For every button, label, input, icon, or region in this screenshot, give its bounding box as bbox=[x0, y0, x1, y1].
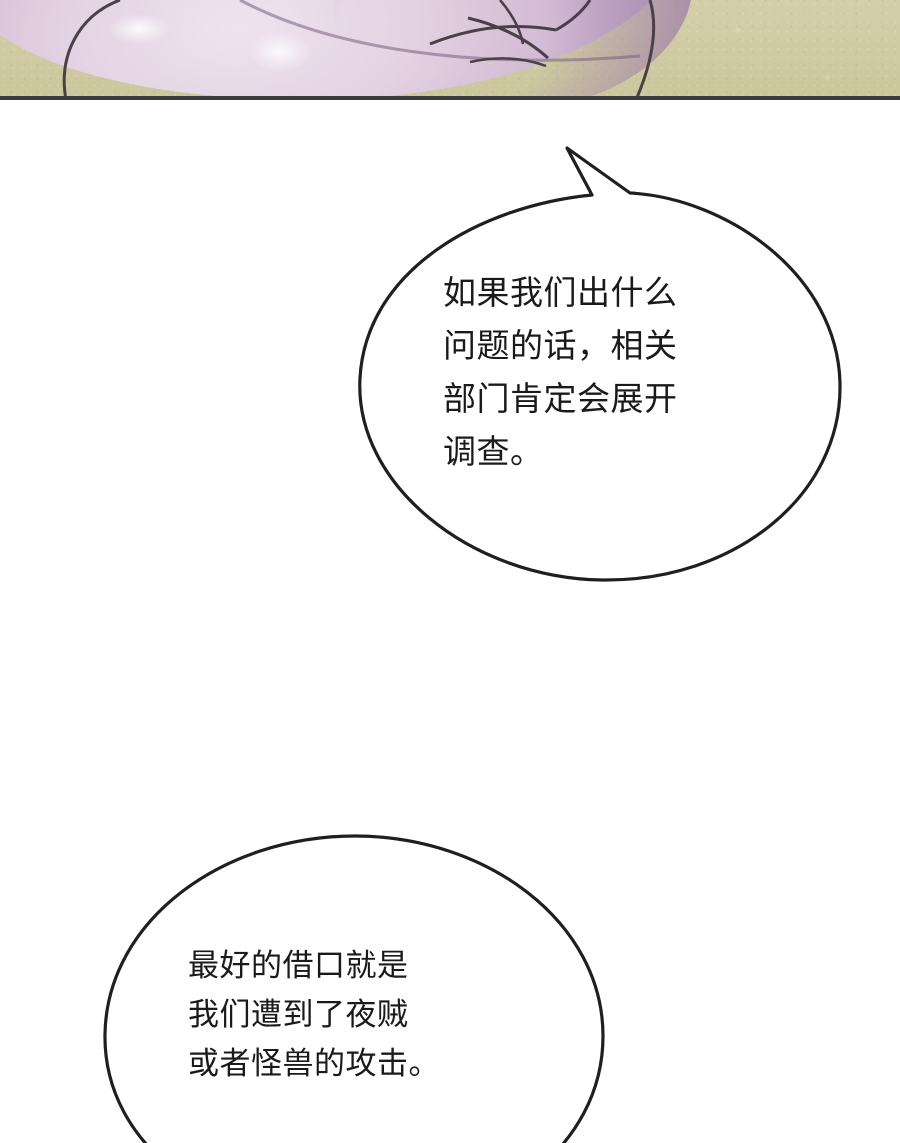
speech-balloon-upper-shape bbox=[358, 146, 842, 582]
highlight-glow-left bbox=[108, 14, 170, 44]
speech-balloon-lower-shape bbox=[103, 834, 605, 1143]
panel-bottom-border bbox=[0, 96, 900, 100]
comic-art-panel bbox=[0, 0, 900, 100]
speech-balloon-upper-text: 如果我们出什么 问题的话，相关 部门肯定会展开 调查。 bbox=[443, 273, 678, 471]
character-line-art bbox=[62, 0, 656, 100]
speech-balloon-upper bbox=[330, 140, 870, 600]
speech-balloon-lower-text: 最好的借口就是 我们遭到了夜贼 或者怪兽的攻击。 bbox=[188, 948, 440, 1082]
speech-balloon-lower bbox=[75, 826, 635, 1143]
highlight-glow-right bbox=[248, 32, 312, 72]
